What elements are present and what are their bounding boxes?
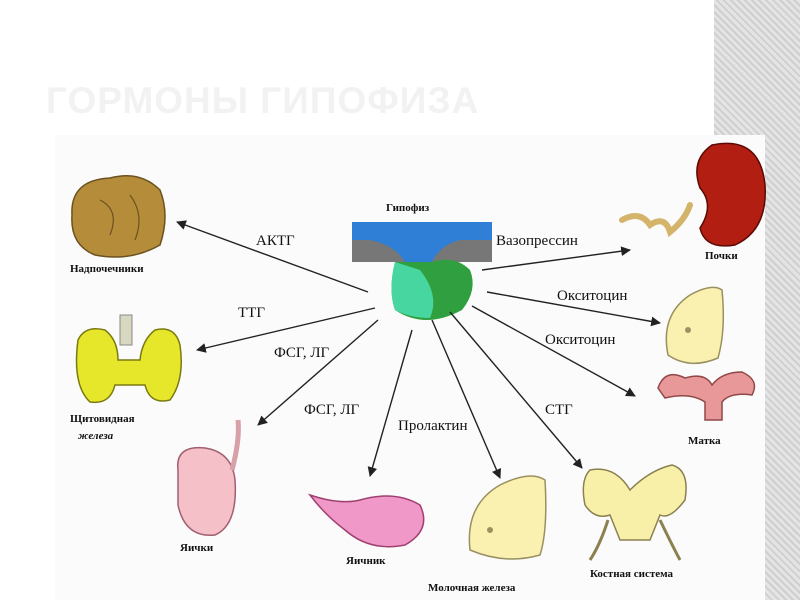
center-label: Гипофиз <box>386 202 430 214</box>
pelvis-image <box>582 464 687 561</box>
hormone-label-stg: СТГ <box>545 402 573 418</box>
pituitary-image <box>352 222 492 320</box>
arrow-acth <box>176 220 369 293</box>
ovary-image <box>307 493 425 548</box>
hormone-label-vasopressin: Вазопрессин <box>496 233 578 249</box>
organ-label-skeleton: Костная система <box>590 568 674 580</box>
organ-label-mammary: Молочная железа <box>428 582 516 594</box>
mammary-right-image <box>665 286 725 364</box>
adrenal-image <box>71 175 166 258</box>
arrow-oxytocin-2 <box>471 305 636 397</box>
arrow-fsh-lh-2 <box>367 329 413 477</box>
hormone-label-prolactin: Пролактин <box>398 418 468 434</box>
organ-label-ovary: Яичник <box>346 555 386 567</box>
thyroid-image <box>75 314 182 404</box>
mammary-image <box>468 475 547 560</box>
organ-label-adrenal: Надпочечники <box>70 263 144 275</box>
arrow-fsh-lh-1 <box>257 319 379 426</box>
organ-label-thyroid-2: железа <box>78 430 114 442</box>
arrow-vasopressin <box>481 246 631 271</box>
arrow-stg <box>449 311 583 469</box>
hormone-label-fsh-lh-1: ФСГ, ЛГ <box>274 345 330 361</box>
hormone-label-tsh: ТТГ <box>238 305 265 321</box>
organ-label-uterus: Матка <box>688 435 721 447</box>
arrow-oxytocin-1 <box>486 291 661 327</box>
hormone-label-oxytocin-1: Окситоцин <box>557 288 628 304</box>
testes-image <box>177 419 241 536</box>
uterus-image <box>657 371 756 421</box>
organ-label-thyroid-1: Щитовидная <box>70 413 135 425</box>
arrow-tsh <box>196 307 376 353</box>
hormone-label-acth: АКТГ <box>256 233 295 249</box>
slide-title: ГОРМОНЫ ГИПОФИЗА <box>46 80 480 121</box>
hormone-label-oxytocin-2: Окситоцин <box>545 332 616 348</box>
organ-label-testes: Яички <box>180 542 214 554</box>
arrow-prolactin <box>431 319 502 479</box>
organ-label-kidney: Почки <box>705 250 738 262</box>
kidney-image <box>619 142 766 247</box>
hormone-label-fsh-lh-2: ФСГ, ЛГ <box>304 402 360 418</box>
